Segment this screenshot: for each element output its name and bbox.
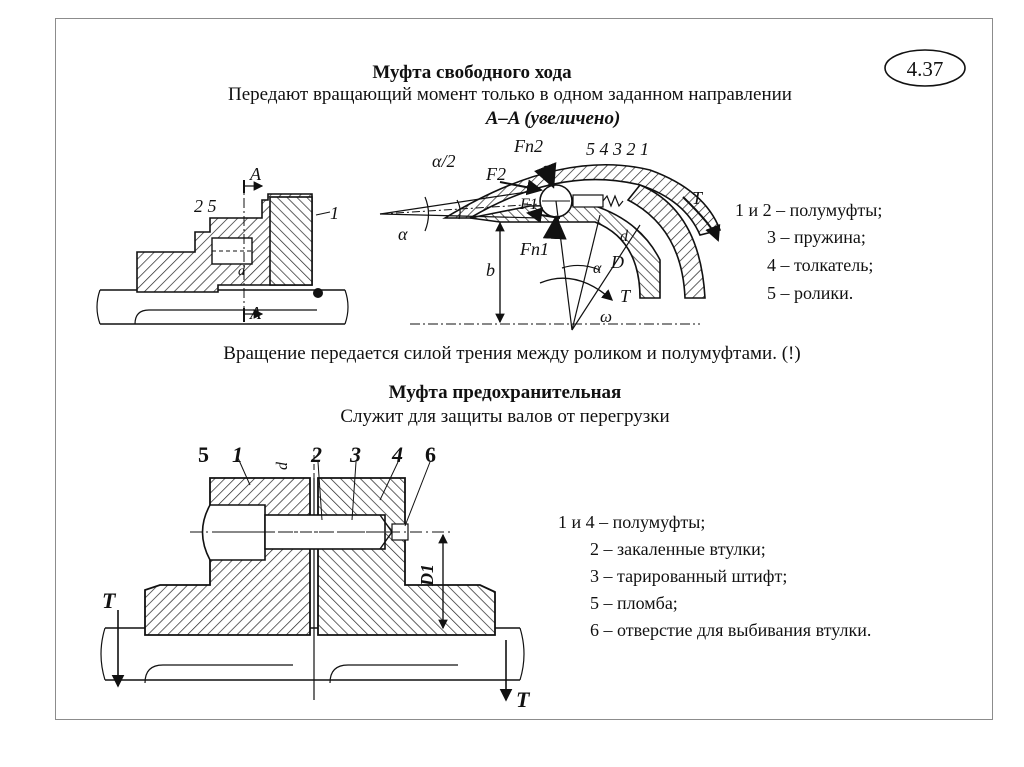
- freewheel-subtitle: Передают вращающий момент только в одном…: [228, 84, 792, 105]
- safety-label-d: d: [274, 461, 291, 470]
- safety-legend-3: 3 – тарированный штифт;: [590, 566, 787, 586]
- section-label: A–A (увеличено): [485, 108, 621, 129]
- freewheel-title: Муфта свободного хода: [372, 62, 572, 83]
- label-t-top: T: [692, 188, 704, 208]
- label-b: b: [486, 260, 495, 280]
- slide-number-badge: 4.37: [884, 49, 966, 87]
- safety-clutch-drawing: [100, 455, 525, 702]
- label-omega: ω: [600, 307, 612, 326]
- freewheel-legend-1: 1 и 2 – полумуфты;: [735, 200, 882, 220]
- safety-label-t-right: T: [516, 687, 531, 712]
- safety-subtitle: Служит для защиты валов от перегрузки: [340, 406, 669, 427]
- label-d-small: d: [620, 228, 629, 245]
- label-alpha-small: α: [593, 260, 602, 277]
- label-parts-2-5: 2 5: [194, 196, 217, 216]
- label-parts-5-1: 5 4 3 2 1: [586, 139, 649, 159]
- label-alpha: α: [398, 224, 408, 244]
- label-f1: F1: [519, 196, 538, 213]
- label-fn1: Fn1: [519, 239, 549, 259]
- safety-label-1: 1: [232, 442, 243, 467]
- safety-legend-4: 5 – пломба;: [590, 593, 678, 613]
- slide-number: 4.37: [907, 57, 944, 81]
- freewheel-legend-2: 3 – пружина;: [767, 227, 866, 247]
- freewheel-legend-4: 5 – ролики.: [767, 283, 853, 303]
- safety-label-6: 6: [425, 442, 436, 467]
- safety-label-2: 2: [310, 442, 322, 467]
- safety-label-4: 4: [391, 442, 403, 467]
- label-fn2: Fn2: [513, 136, 543, 156]
- section-mark-top: A: [249, 164, 262, 184]
- label-t-bottom: T: [620, 286, 632, 306]
- safety-legend-5: 6 – отверстие для выбивания втулки.: [590, 620, 871, 640]
- section-mark-bottom: A: [249, 303, 262, 323]
- safety-label-5: 5: [198, 442, 209, 467]
- label-f2: F2: [485, 164, 506, 184]
- safety-title: Муфта предохранительная: [389, 382, 622, 403]
- label-d-big: D: [610, 252, 624, 272]
- label-part-1: 1: [330, 203, 339, 223]
- safety-legend-2: 2 – закаленные втулки;: [590, 539, 766, 559]
- freewheel-section-view: [379, 162, 722, 331]
- freewheel-side-view: [96, 180, 349, 325]
- safety-legend-1: 1 и 4 – полумуфты;: [558, 512, 705, 532]
- freewheel-legend-3: 4 – толкатель;: [767, 255, 873, 275]
- safety-label-d1: D1: [417, 564, 437, 587]
- freewheel-conclusion: Вращение передается силой трения между р…: [223, 343, 800, 364]
- safety-label-3: 3: [349, 442, 361, 467]
- label-alpha-half: α/2: [432, 151, 455, 171]
- label-d-left: d: [238, 264, 246, 279]
- safety-label-t-left: T: [102, 588, 117, 613]
